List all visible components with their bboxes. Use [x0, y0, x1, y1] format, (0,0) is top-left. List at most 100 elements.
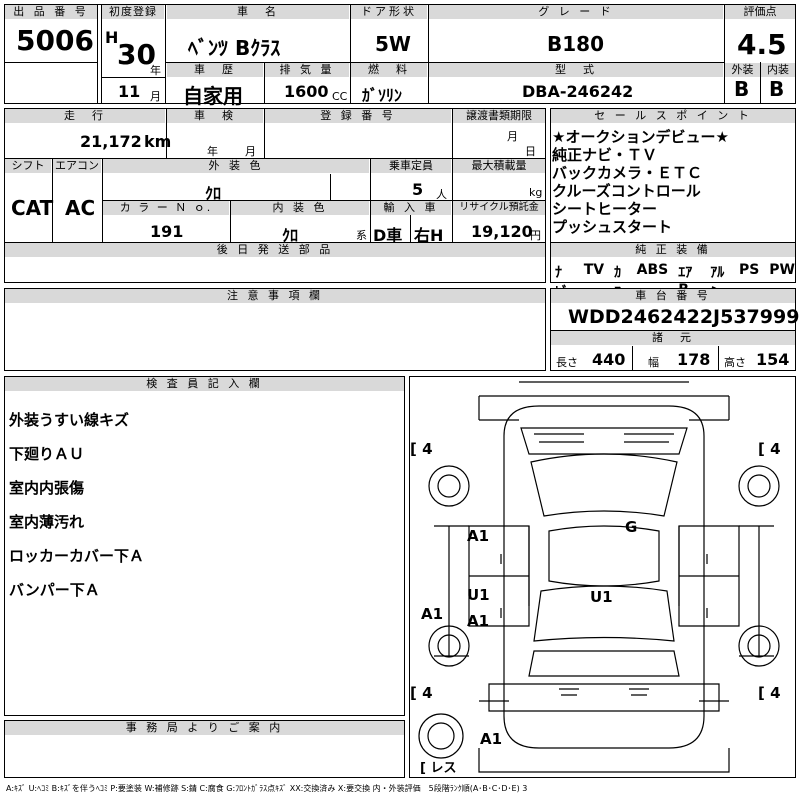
chassis-box [550, 288, 796, 371]
spare-tire-status: [ レス [420, 761, 457, 776]
mark-rear-door: U1 [467, 586, 490, 604]
equip-item: TV [583, 262, 605, 278]
ext-label: 外装 [725, 63, 760, 77]
height: 154 [756, 350, 790, 369]
notes-box [4, 288, 546, 371]
width-label: 幅 [648, 356, 659, 369]
car-name: ﾍﾞﾝﾂ Bｸﾗｽ [188, 36, 281, 60]
transfer-label: 譲渡書類期限 [453, 109, 545, 123]
equip-label: 純 正 装 備 [551, 243, 795, 257]
shift-label: シフト [5, 159, 51, 173]
grade-label: グ レ ー ド [429, 5, 723, 19]
sales-point: 純正ナビ・ＴＶ [552, 146, 658, 164]
tire-rr-depth: [ 4 [758, 684, 781, 702]
legend: A:ｷｽﾞ U:ﾍｺﾐ B:ｷｽﾞを伴うﾍｺﾐ P:要塗装 W:補修跡 S:錆 … [6, 784, 528, 793]
fuel-label: 燃 料 [351, 63, 427, 77]
recycle-unit: 円 [530, 229, 541, 242]
inspector-note: 室内内張傷 [9, 479, 85, 497]
notes-label: 注 意 事 項 欄 [5, 289, 545, 303]
equip-item: ABS [636, 262, 669, 278]
model-label: 型 式 [429, 63, 723, 77]
recycle: 19,120 [471, 222, 533, 241]
length: 440 [592, 350, 626, 369]
car-diagram [418, 381, 780, 773]
history: 自家用 [183, 84, 243, 108]
score: 4.5 [737, 28, 787, 61]
inspector-note: 外装うすい線キズ [9, 411, 130, 429]
capacity-label: 乗車定員 [371, 159, 451, 173]
spec-label: 諸 元 [551, 331, 795, 345]
office-box [4, 720, 405, 778]
mileage: 21,172 [80, 132, 142, 151]
sales-point: バックカメラ・ＥＴＣ [552, 164, 703, 182]
insp-year-unit: 年 [207, 145, 218, 158]
grade: B180 [547, 32, 604, 56]
history-label: 車 歴 [167, 63, 263, 77]
inspector-note: ロッカーカバー下Ａ [9, 547, 145, 565]
width: 178 [677, 350, 711, 369]
header-table [4, 4, 796, 104]
details-table [4, 108, 546, 283]
interior-label: 内 装 色 [231, 201, 369, 215]
capacity-unit: 人 [436, 188, 447, 201]
sales-point: クルーズコントロール [552, 182, 701, 200]
recycle-label: リサイクル預託金 [453, 201, 545, 215]
lot-no: 5006 [16, 24, 94, 57]
reg-year: 30 [117, 38, 156, 71]
later-parts-label: 後 日 発 送 部 品 [5, 243, 545, 257]
interior: ｸﾛ [282, 226, 299, 245]
ext-grade: B [734, 77, 750, 101]
interior-unit: 系 [356, 229, 367, 242]
cc-unit: CC [332, 90, 348, 103]
chassis-label: 車 台 番 号 [551, 289, 795, 303]
int-label: 内装 [761, 63, 795, 77]
ac-label: エアコン [53, 159, 101, 173]
import: D車 [373, 226, 403, 245]
reg-era: H [105, 28, 119, 47]
inspector-box [4, 376, 405, 716]
mark-windshield: G [625, 518, 638, 536]
mark-front-door: A1 [467, 527, 490, 545]
mark-rocker: A1 [421, 605, 444, 623]
inspection-label: 車 検 [167, 109, 263, 123]
inspector-note: 下廻りＡＵ [9, 445, 85, 463]
tire-rl-depth: [ 4 [410, 684, 433, 702]
height-label: 高さ [724, 356, 746, 369]
model: DBA-246242 [522, 82, 634, 101]
color: ｸﾛ [205, 184, 222, 203]
color-label: 外 装 色 [103, 159, 369, 173]
steering: 右H [414, 226, 444, 245]
door-label: ドア形状 [351, 5, 427, 19]
sales-box [550, 108, 796, 283]
year-unit: 年 [150, 64, 161, 77]
month-unit: 月 [150, 90, 161, 103]
car-diagram-box [409, 376, 796, 778]
sales-label: セ ー ル ス ポ イ ン ト [551, 109, 795, 123]
inspector-notes: 外装うすい線キズ 下廻りＡＵ 室内内張傷 室内薄汚れ ロッカーカバー下Ａ バンパ… [9, 395, 144, 616]
sales-point: シートヒーター [552, 200, 658, 218]
office-label: 事 務 局 よ り ご 案 内 [5, 721, 404, 735]
sales-point: プッシュスタート [552, 218, 673, 236]
displacement-label: 排 気 量 [265, 63, 349, 77]
plate-label: 登 録 番 号 [265, 109, 451, 123]
shift: CAT [11, 196, 54, 220]
capacity: 5 [412, 180, 424, 199]
tire-fl-depth: [ 4 [410, 440, 433, 458]
sales-points: ★オークションデビュー★ 純正ナビ・ＴＶ バックカメラ・ＥＴＣ クルーズコントロ… [552, 128, 792, 236]
transfer-month-unit: 月 [507, 130, 518, 143]
color-no-label: カ ラ ー Ｎ ｏ. [103, 201, 229, 215]
mark-roof: U1 [590, 588, 613, 606]
inspector-note: 室内薄汚れ [9, 513, 85, 531]
tire-fr-depth: [ 4 [758, 440, 781, 458]
load-label: 最大積載量 [453, 159, 545, 173]
inspector-label: 検 査 員 記 入 欄 [5, 377, 404, 391]
lot-no-label: 出 品 番 号 [5, 5, 97, 19]
mileage-label: 走 行 [5, 109, 165, 123]
km-unit: km [144, 132, 172, 151]
int-grade: B [769, 77, 785, 101]
fuel: ｶﾞｿﾘﾝ [362, 86, 403, 105]
reg-label: 初度登録 [102, 5, 164, 19]
inspector-note: バンパー下Ａ [9, 581, 100, 599]
color-no: 191 [150, 222, 184, 241]
length-label: 長さ [556, 356, 578, 369]
